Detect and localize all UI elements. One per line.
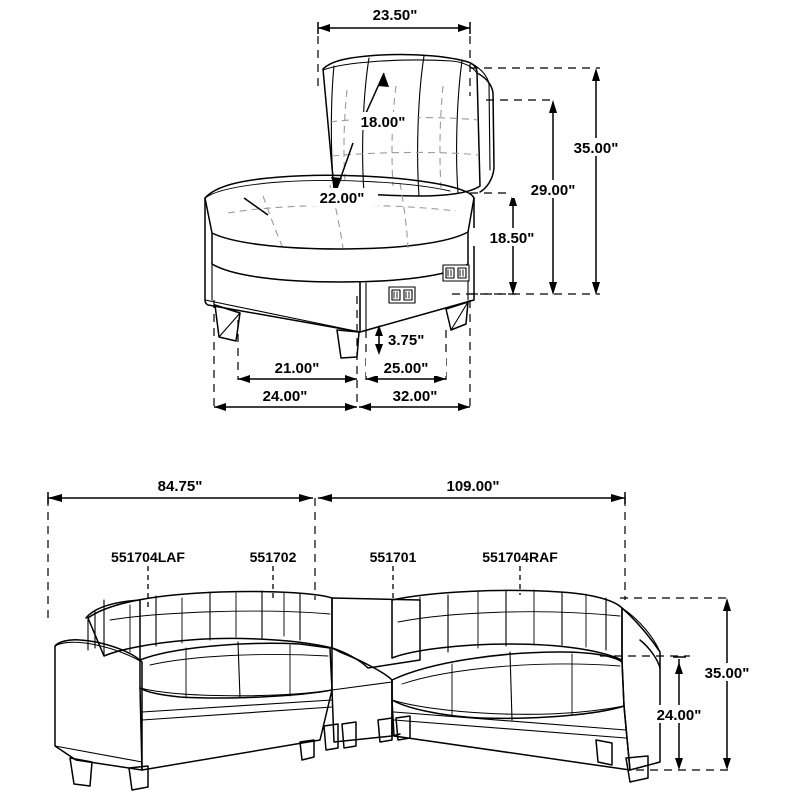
dim-back-height: 18.00" [331,72,417,192]
module-label-551704LAF: 551704LAF [111,549,185,565]
sectional-sofa-illustration [54,589,661,791]
dim-base-depth-back: 32.00" [359,386,470,411]
dim-back-height-label: 18.00" [361,114,406,131]
dim-sectional-seat-height-label: 24.00" [657,707,702,724]
armless-chair-illustration [204,53,495,359]
power-outlet-icons [388,264,470,304]
dim-base-depth-front: 24.00" [214,386,357,411]
dim-inner-depth-back: 25.00" [366,358,446,383]
dim-left-span-label: 84.75" [158,478,203,495]
module-label-551704RAF: 551704RAF [482,549,558,565]
module-label-leaders [147,566,521,607]
dim-sectional-overall-height: 35.00" [687,598,767,770]
module-label-551702: 551702 [250,549,297,565]
dim-seat-depth-label: 22.00" [320,190,365,207]
dim-seat-depth: 22.00" [243,188,378,216]
dim-back-width-label: 23.50" [373,7,418,24]
chair-legs [214,301,469,359]
dim-base-depth-front-label: 24.00" [263,388,308,405]
dim-overall-height: 35.00" [555,68,637,295]
bottom-view-extension-lines [47,498,730,771]
top-view-group: 23.50" 18.00" 22.00" 18.50" [204,6,637,411]
dim-seat-height-label: 18.50" [490,230,535,247]
dim-base-depth-back-label: 32.00" [393,388,438,405]
dim-arm-height-label: 29.00" [531,182,576,199]
dim-inner-depth-back-label: 25.00" [384,360,429,377]
dim-seat-height: 18.50" [472,193,552,295]
dim-overall-height-label: 35.00" [574,140,619,157]
module-label-551701: 551701 [370,549,417,565]
dim-right-span: 109.00" [318,477,626,504]
bottom-view-group: 551704LAF 551702 551701 551704RAF 84.75"… [47,477,767,791]
dim-sectional-seat-height: 24.00" [639,656,719,770]
dim-inner-depth-front: 21.00" [238,358,357,383]
module-labels: 551704LAF 551702 551701 551704RAF [111,549,558,565]
dim-inner-depth-front-label: 21.00" [275,360,320,377]
top-view-extension-lines [213,36,600,408]
dim-back-width: 23.50" [317,6,471,34]
dim-leg-height-label: 3.75" [388,332,424,349]
dim-left-span: 84.75" [47,477,313,504]
dim-sectional-overall-height-label: 35.00" [705,665,750,682]
dim-leg-height: 3.75" [375,325,424,355]
dim-right-span-label: 109.00" [447,478,500,495]
dim-arm-height: 29.00" [512,100,594,295]
